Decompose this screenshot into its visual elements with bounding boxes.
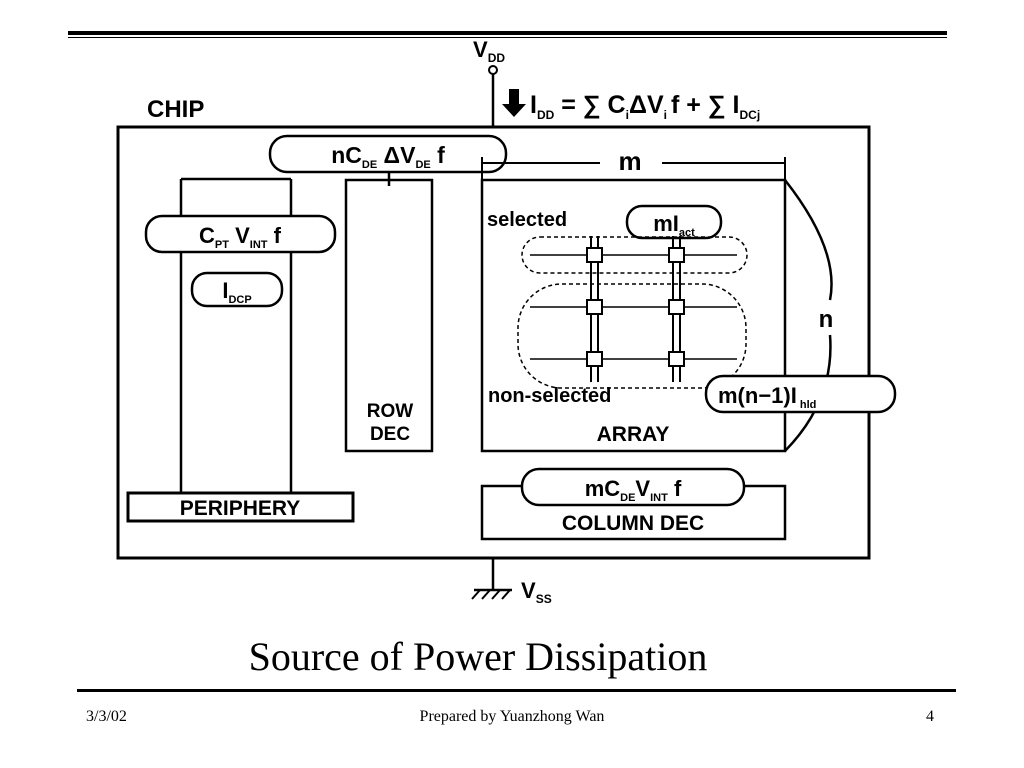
- nonselected-current-pill: [704, 374, 897, 414]
- footer-page-number: 4: [926, 708, 934, 725]
- column-dec-power-label: mCDEVINT f: [585, 476, 682, 504]
- array-label: ARRAY: [597, 423, 670, 446]
- vdd-terminal: [488, 65, 498, 75]
- column-dec-label: COLUMN DEC: [562, 512, 704, 535]
- selected-current-label: mIact: [653, 211, 695, 239]
- selected-row-outline: [521, 236, 748, 274]
- current-arrow-icon: [502, 89, 526, 117]
- row-dec-power-pill: nCDE ΔVDE f: [268, 134, 508, 174]
- row-dec-label-2: DEC: [370, 424, 410, 445]
- vdd-label: VDD: [473, 37, 505, 65]
- column-decoder: COLUMN DEC mCDEVINT f: [480, 467, 787, 541]
- vss-ground: VSS: [471, 558, 552, 606]
- periphery-power-pill: CPT VINT f: [144, 214, 337, 254]
- row-decoder: ROW DEC: [344, 168, 434, 453]
- nonselected-rows-outline: [517, 283, 747, 389]
- n-label: n: [819, 306, 834, 333]
- slide-title: Source of Power Dissipation: [248, 634, 708, 679]
- top-rule-thin: [68, 37, 947, 38]
- periphery-dc-pill: IDCP: [190, 271, 284, 308]
- array-box: [480, 178, 787, 453]
- chip-label: CHIP: [147, 96, 204, 123]
- vss-label: VSS: [521, 578, 552, 606]
- footer-date: 3/3/02: [86, 708, 127, 725]
- memory-cell: [668, 351, 685, 367]
- bottom-rule: [77, 689, 956, 692]
- m-label: m: [618, 146, 641, 176]
- column-dec-power-pill: [520, 467, 746, 507]
- row-dec-power-label: nCDE ΔVDE f: [331, 142, 445, 171]
- memory-cell: [668, 247, 685, 263]
- nonselected-label: non-selected: [488, 385, 611, 407]
- periphery-dc-label: IDCP: [222, 278, 251, 306]
- periphery-block: PERIPHERY: [126, 177, 355, 523]
- memory-cell: [586, 299, 603, 315]
- memory-cell: [586, 351, 603, 367]
- row-dec-label-1: ROW: [367, 401, 414, 422]
- vdd-supply: VDD: [473, 37, 505, 127]
- periphery-label: PERIPHERY: [180, 497, 301, 520]
- selected-label: selected: [487, 209, 567, 231]
- memory-cell: [668, 299, 685, 315]
- footer-author: Prepared by Yuanzhong Wan: [419, 708, 605, 725]
- memory-cell: [586, 247, 603, 263]
- memory-array: ARRAY m n selected mIact: [480, 146, 897, 453]
- periphery-power-label: CPT VINT f: [199, 223, 282, 251]
- periphery-box: [126, 491, 355, 523]
- top-rule: [68, 31, 947, 35]
